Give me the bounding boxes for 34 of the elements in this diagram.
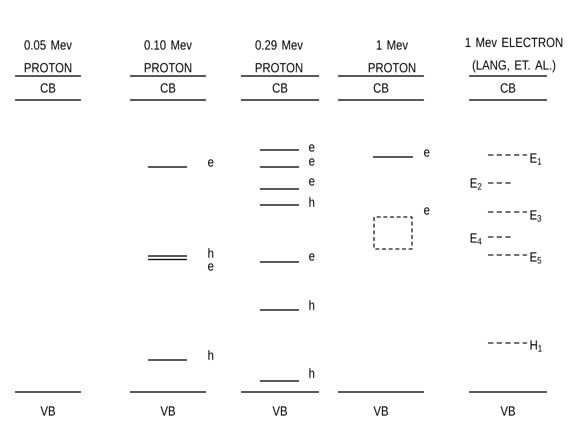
level-label: H$_{1}$ <box>530 340 542 352</box>
level-label: e <box>424 207 430 215</box>
band-label: VB <box>160 406 175 416</box>
level-label: e <box>309 178 314 186</box>
level-label: E$_{5}$ <box>530 252 542 264</box>
level-label: e <box>309 253 314 261</box>
band-label: CB <box>40 83 56 93</box>
band-label: CB <box>500 83 516 93</box>
level-label: h <box>208 350 214 360</box>
band-label: CB <box>272 83 288 93</box>
level-label: E$_{3}$ <box>530 210 542 222</box>
column-heading: 0.05 Mev PROTON <box>24 40 72 72</box>
band-label: VB <box>40 406 55 416</box>
band-label: CB <box>160 83 176 93</box>
level-label: E$_{4}$ <box>470 233 482 245</box>
level-label: e <box>309 144 314 152</box>
level-label: h <box>309 300 314 310</box>
level-label: h <box>208 248 214 258</box>
level-label: e <box>309 158 314 166</box>
level-label: E$_{2}$ <box>470 178 482 190</box>
level-label: h <box>309 197 314 207</box>
band-label: VB <box>500 406 515 416</box>
column-heading: 1 Mev PROTON <box>368 40 416 72</box>
level-label: e <box>208 263 214 271</box>
band-label: CB <box>374 83 388 93</box>
column-heading: 0.10 Mev PROTON <box>144 40 192 72</box>
column-heading: 0.29 Mev PROTON <box>255 40 303 72</box>
column-heading: 1 Mev ELECTRON (LANG, ET. AL.) <box>466 38 562 72</box>
level-label: h <box>309 368 314 378</box>
band-label: VB <box>272 406 287 416</box>
level-label: e <box>424 149 430 157</box>
band-label: VB <box>373 406 388 416</box>
level-label: E$_{1}$ <box>530 153 542 165</box>
level-label: e <box>208 159 214 167</box>
